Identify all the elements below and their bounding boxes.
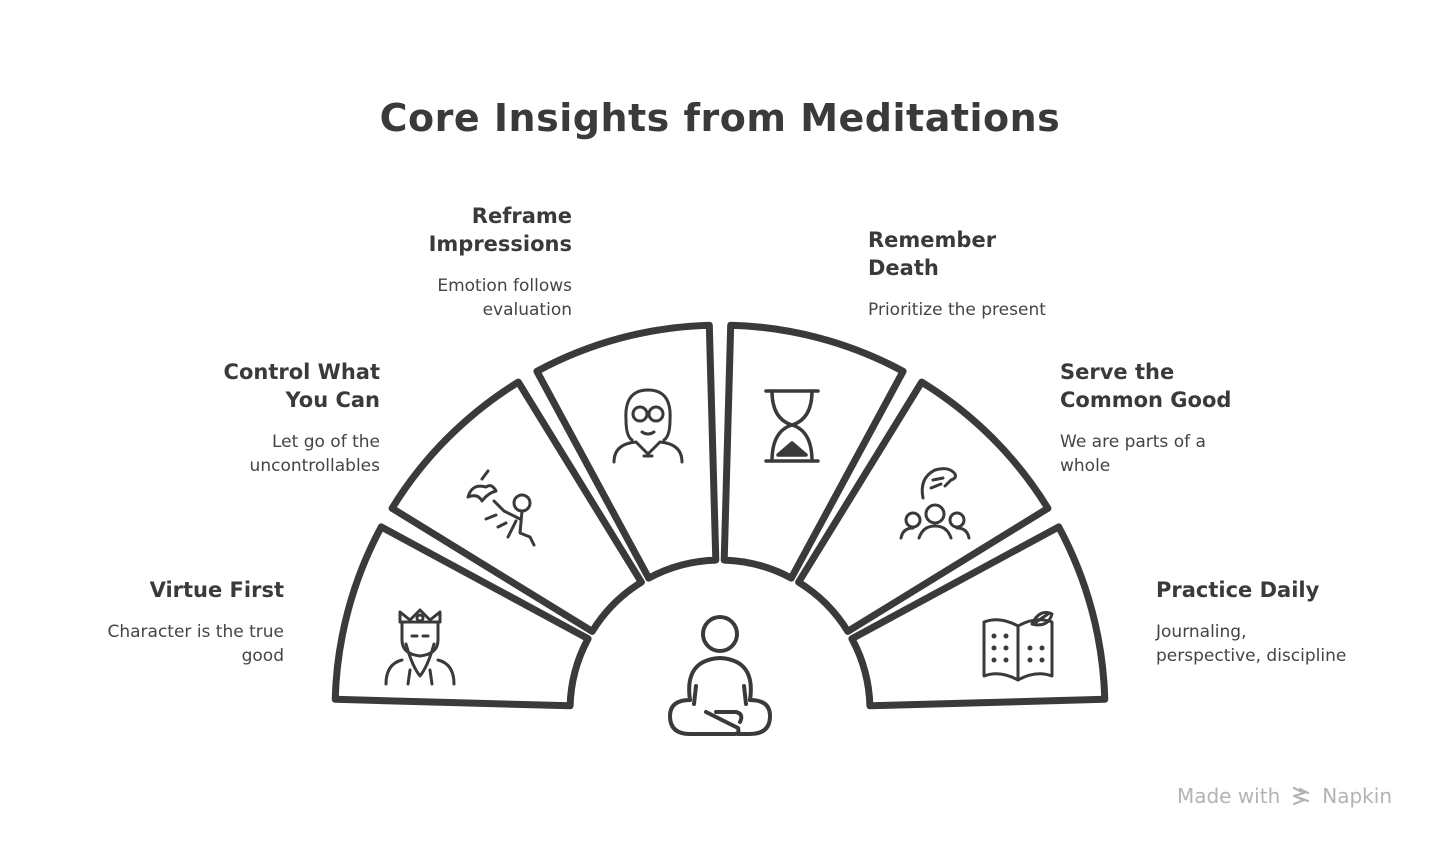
segment-heading: Serve the bbox=[1060, 360, 1175, 384]
napkin-brand[interactable]: Made with Napkin bbox=[1177, 784, 1392, 808]
king-icon bbox=[384, 608, 456, 686]
segment-description: Character is the true good bbox=[0, 620, 284, 668]
page-title: Core Insights from Meditations bbox=[379, 96, 1061, 140]
desc-line: evaluation bbox=[482, 300, 572, 320]
segment-heading: Practice Daily bbox=[1156, 578, 1320, 602]
desc-line: We are parts of a bbox=[1060, 432, 1206, 452]
desc-line: Let go of the bbox=[272, 432, 380, 452]
fan-segment-3 bbox=[533, 321, 720, 582]
desc-line: Character is the true bbox=[107, 622, 284, 642]
desc-line: good bbox=[241, 646, 284, 666]
fan-segment-5 bbox=[795, 378, 1052, 635]
desc-line: perspective, discipline bbox=[1156, 646, 1347, 666]
napkin-logo-icon bbox=[1293, 786, 1310, 806]
label-practice-daily: Practice Daily Journaling, perspective, … bbox=[1156, 576, 1426, 668]
segment-heading: Death bbox=[868, 256, 939, 280]
label-serve-common-good: Serve the Common Good We are parts of a … bbox=[1060, 358, 1390, 478]
segment-description: Journaling, perspective, discipline bbox=[1156, 620, 1426, 668]
segment-heading: Virtue First bbox=[149, 578, 284, 602]
desc-line: Emotion follows bbox=[437, 276, 572, 296]
desc-line: Prioritize the present bbox=[868, 300, 1046, 320]
fan-segment-4 bbox=[720, 321, 907, 582]
segment-description: Let go of the uncontrollables bbox=[50, 430, 380, 478]
desc-line: whole bbox=[1060, 456, 1111, 476]
label-virtue-first: Virtue First Character is the true good bbox=[0, 576, 284, 668]
segment-heading: Common Good bbox=[1060, 388, 1232, 412]
segment-heading: Control What bbox=[223, 360, 380, 384]
segment-heading: You Can bbox=[285, 388, 381, 412]
segment-description: Emotion follows evaluation bbox=[242, 274, 572, 322]
person-with-glasses-icon bbox=[612, 388, 684, 464]
hourglass-icon bbox=[764, 389, 820, 463]
label-remember-death: Remember Death Prioritize the present bbox=[868, 226, 1198, 322]
fan-segment-2 bbox=[388, 378, 645, 635]
desc-line: uncontrollables bbox=[249, 456, 380, 476]
desc-line: Journaling, bbox=[1156, 622, 1247, 642]
group-hand-icon bbox=[899, 467, 971, 540]
journal-book-icon bbox=[982, 610, 1054, 682]
label-reframe-impressions: Reframe Impressions Emotion follows eval… bbox=[242, 202, 572, 322]
segment-description: We are parts of a whole bbox=[1060, 430, 1390, 478]
segment-heading: Remember bbox=[868, 228, 997, 252]
label-control-what-you-can: Control What You Can Let go of the uncon… bbox=[50, 358, 380, 478]
meditating-person-icon bbox=[668, 615, 772, 736]
segment-heading: Impressions bbox=[428, 232, 572, 256]
person-releasing-bird-icon bbox=[466, 469, 536, 547]
made-with-text: Made with bbox=[1176, 784, 1281, 808]
napkin-name: Napkin bbox=[1322, 784, 1392, 808]
segment-description: Prioritize the present bbox=[868, 298, 1198, 322]
segment-heading: Reframe bbox=[471, 204, 572, 228]
